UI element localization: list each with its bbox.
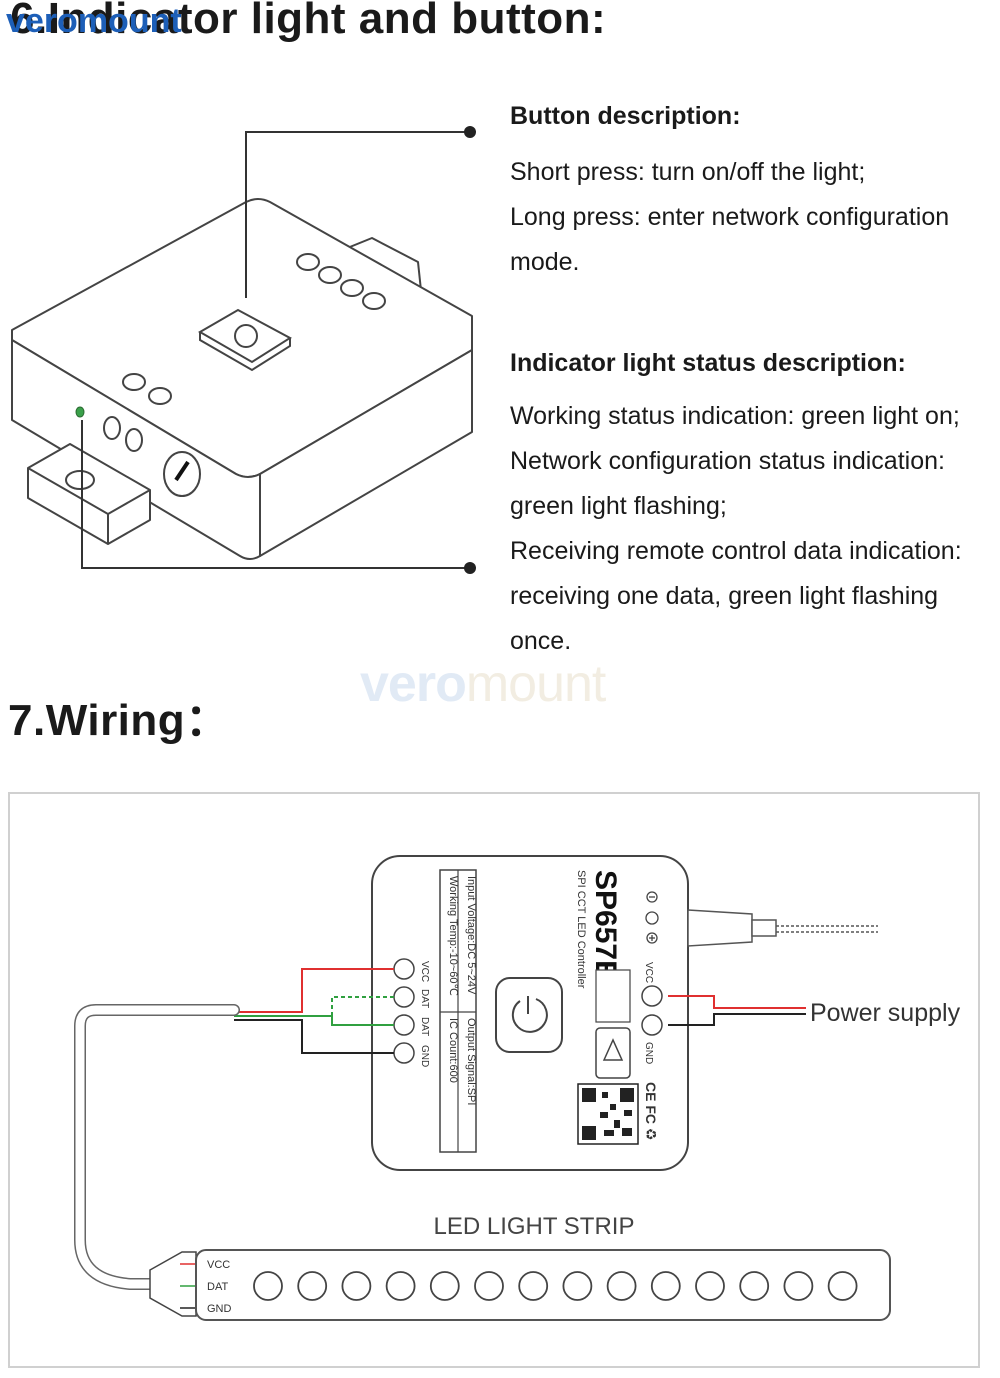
app-logo-icon: [595, 1027, 631, 1079]
led-bead: [650, 1271, 681, 1301]
led-bead: [341, 1271, 372, 1301]
strip-pin-label: VCC: [207, 1259, 230, 1271]
controller-illustration: [11, 126, 476, 574]
strip-connector: [149, 1251, 197, 1317]
indicator-description-heading: Indicator light status description:: [510, 349, 906, 377]
indicator-led-icon: [75, 406, 85, 418]
callout-dot-button: [464, 126, 476, 138]
section-title-indicator: 6.Indicator light and button:: [10, 0, 607, 43]
left-port-label: DAT: [419, 989, 430, 1008]
port-hole-vcc: [393, 958, 415, 980]
led-strip-label: LED LIGHT STRIP: [434, 1213, 635, 1240]
led-bead: [385, 1271, 416, 1301]
spec-input-voltage: Input Voltage:DC 5~24V: [465, 876, 477, 995]
watermark: veromount: [360, 655, 606, 713]
wiring-diagram-panel: [8, 792, 980, 1368]
spec-working-temp: Working Temp:-10~60℃: [447, 876, 459, 996]
port-hole-gnd: [641, 1014, 663, 1036]
indicator-description-line: receiving one data, green light flashing: [510, 582, 939, 610]
button-description-heading: Button description:: [510, 102, 741, 130]
dc-plug-icon: [687, 909, 878, 947]
led-group: [253, 1271, 858, 1301]
led-bead: [429, 1271, 460, 1301]
brand-logo: veromount: [6, 2, 182, 41]
controller-power-button: [495, 977, 563, 1053]
led-bead: [827, 1271, 858, 1301]
power-icon: [511, 996, 548, 1033]
callout-dot-indicator: [464, 562, 476, 574]
button-description-line: Long press: enter network configuration: [510, 203, 950, 231]
button-description-line: Short press: turn on/off the light;: [510, 158, 866, 186]
controller-subtitle: SPI CCT LED Controller: [575, 870, 587, 989]
left-port-label: VCC: [419, 961, 430, 982]
led-bead: [739, 1271, 770, 1301]
led-bead: [253, 1271, 283, 1301]
strip-pin-label: DAT: [207, 1281, 228, 1293]
power-button-icon: [198, 308, 292, 372]
port-hole-gnd: [393, 1042, 415, 1064]
indicator-description-line: Working status indication: green light o…: [510, 402, 960, 430]
led-bead: [562, 1271, 593, 1301]
dc-polarity-icon: [645, 891, 659, 944]
spec-output-signal: Output Signal:SPI: [465, 1018, 477, 1105]
indicator-description-line: Network configuration status indication:: [510, 447, 945, 475]
cert-marks-icon: CE FC ♻: [643, 1082, 659, 1140]
led-bead: [474, 1271, 504, 1301]
right-port-label: GND: [643, 1042, 654, 1064]
mount-hole-icon: [65, 470, 95, 490]
indicator-description-line: Receiving remote control data indication…: [510, 537, 962, 565]
port-hole-dat: [393, 1014, 415, 1036]
port-hole-vcc: [641, 985, 663, 1007]
power-supply-label: Power supply: [810, 999, 961, 1027]
app-badge-icon: [595, 969, 631, 1023]
left-port-label: DAT: [419, 1017, 430, 1036]
led-bead: [695, 1271, 725, 1301]
strip-pin-label: GND: [207, 1303, 232, 1315]
spec-ic-count: IC Count:600: [447, 1018, 459, 1083]
indicator-description-line: once.: [510, 627, 572, 655]
brand-logo-text: veromount: [6, 2, 182, 40]
section-title-wiring: 7.Wiring：: [8, 696, 230, 745]
led-bead: [606, 1271, 637, 1301]
port-hole-dat: [393, 986, 415, 1008]
led-bead: [783, 1271, 814, 1301]
led-bead: [297, 1271, 328, 1301]
controller-model: SP657E: [589, 870, 622, 980]
right-port-label: VCC: [643, 962, 654, 983]
button-description-line: mode.: [510, 248, 580, 276]
led-bead: [518, 1271, 549, 1301]
indicator-description-line: green light flashing;: [510, 492, 727, 520]
left-port-label: GND: [419, 1045, 430, 1067]
